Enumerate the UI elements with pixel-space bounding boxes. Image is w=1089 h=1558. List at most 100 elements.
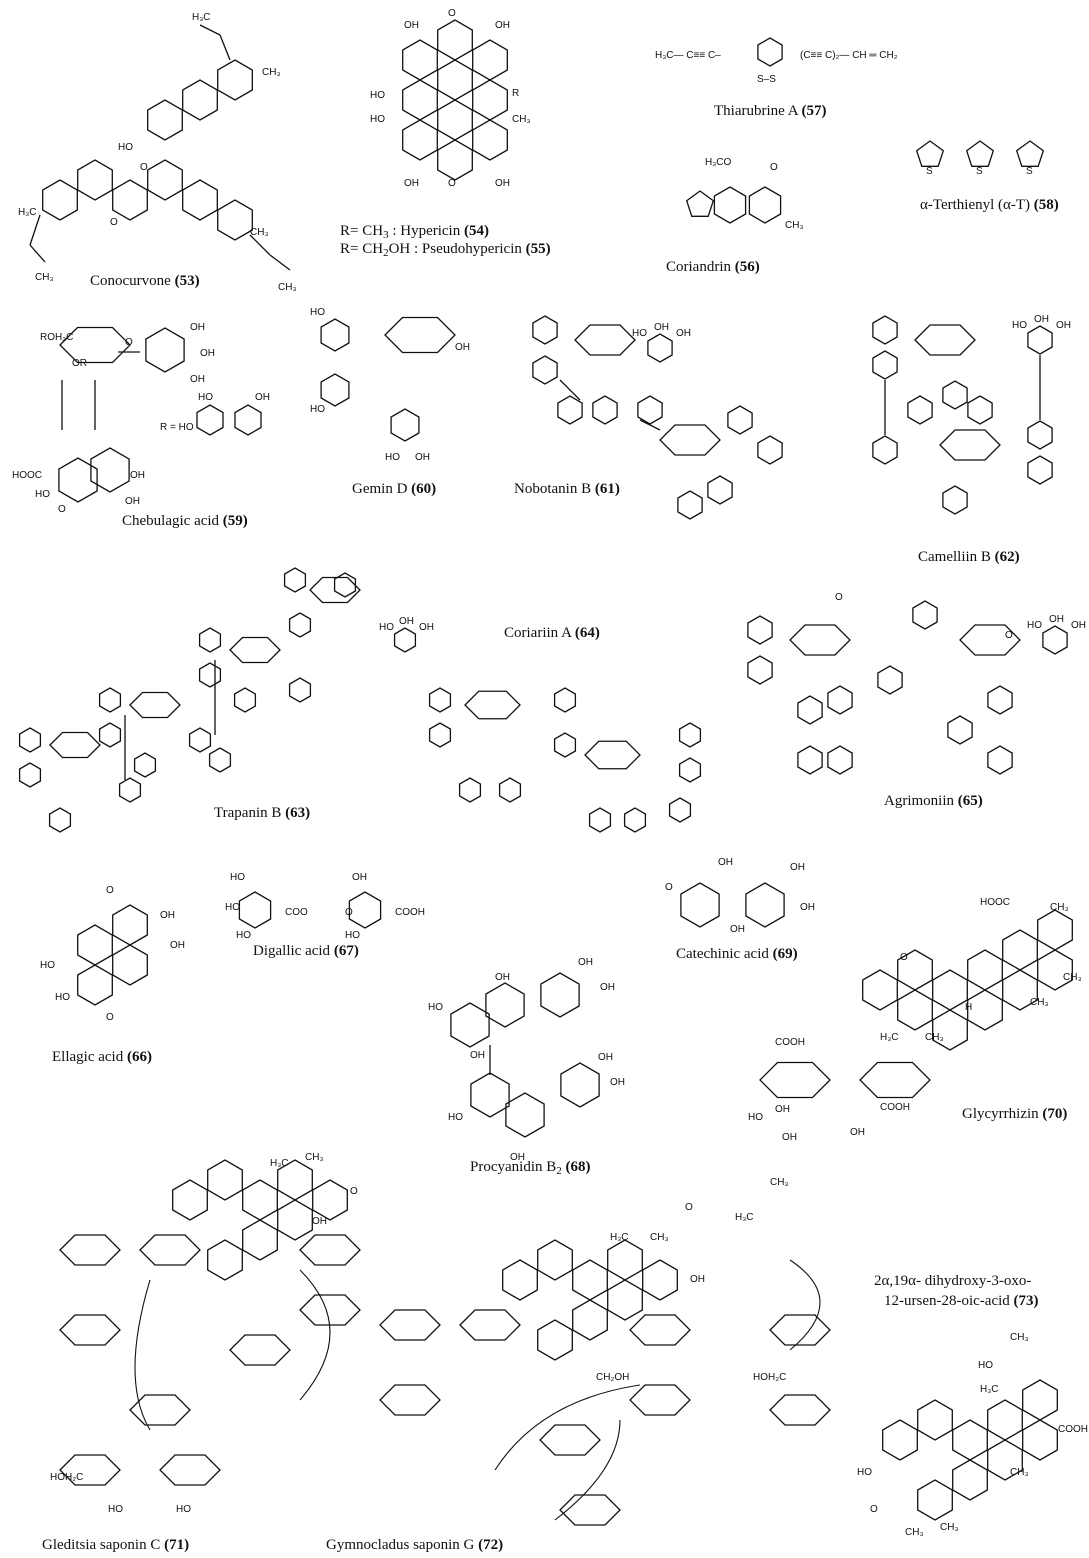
sulfur-label: S–S (757, 74, 776, 85)
ring-bond (537, 1239, 573, 1281)
ellagic-label: Ellagic acid (66) (52, 1049, 152, 1065)
sugar-ring (379, 1384, 441, 1416)
galloyl-ring (1042, 625, 1068, 655)
hydroxyl-label: OH (850, 1127, 865, 1138)
galloyl-ring (532, 355, 558, 385)
bond (199, 24, 221, 36)
ring-bond (172, 1179, 208, 1221)
hydroxyl-label: OH (200, 348, 215, 359)
ursenoic-label-2: 12-ursen-28-oic-acid (73) (884, 1293, 1039, 1309)
galloyl-ring (727, 405, 753, 435)
bond (29, 244, 46, 263)
trapanin-label: Trapanin B (63) (214, 805, 311, 821)
bond (249, 234, 271, 256)
galloyl-ring (283, 567, 307, 593)
ring-bond (277, 1199, 313, 1241)
sugar-ring (769, 1314, 831, 1346)
ring-bond (1002, 929, 1038, 971)
bond (269, 254, 291, 271)
hydroxyl-label: HO (35, 489, 50, 500)
hydroxyl-label: HO (40, 960, 55, 971)
methyl-label: H₃C (880, 1032, 899, 1043)
methyl-label: CH₃ (305, 1152, 324, 1163)
galloyl-ring (458, 777, 482, 803)
hydroxyl-label: HO (310, 307, 325, 318)
galloyl-ring (987, 685, 1013, 715)
galloyl-ring (942, 485, 968, 515)
bond (639, 419, 661, 431)
ester-label: COO (285, 907, 308, 918)
hydroxyl-label: OH (404, 20, 419, 31)
oxygen-label: O (448, 178, 456, 189)
ring-bond (182, 179, 218, 221)
ring-bond (987, 1399, 1023, 1441)
acid-label: COOH (395, 907, 425, 918)
ring-bond (77, 924, 113, 966)
glycosidic-link (299, 1269, 331, 1401)
ring-bond (952, 1459, 988, 1501)
galloyl-ring (98, 687, 122, 713)
methyl-label: CH₃ (250, 227, 269, 238)
methyl-label: CH₃ (650, 1232, 669, 1243)
ring-bond (748, 186, 782, 224)
agrimoniin-label: Agrimoniin (65) (884, 793, 983, 809)
methyl-label: CH₃ (262, 67, 281, 78)
ring-bond (437, 99, 473, 141)
methyl-label: H₃C (18, 207, 37, 218)
ring-bond (437, 139, 473, 181)
acid-label: COOH (1058, 1424, 1088, 1435)
hydrogen-label: H (965, 1002, 972, 1013)
galloyl-ring (747, 615, 773, 645)
sugar-ring (59, 1454, 121, 1486)
hydroxyl-label: OH (495, 20, 510, 31)
galloyl-ring (637, 395, 663, 425)
hydroxyl-label: OH (510, 1152, 525, 1163)
sugar-ring (859, 1061, 931, 1099)
thiarubrine-label: Thiarubrine A (57) (714, 103, 827, 119)
galloyl-ring (208, 747, 232, 773)
galloyl-ring (1027, 455, 1053, 485)
galloyl-ring (647, 333, 673, 363)
hydroxyl-label: OH (190, 374, 205, 385)
hydroxyl-label: OH (455, 342, 470, 353)
sugar-ring (299, 1294, 361, 1326)
galloyl-ring (233, 687, 257, 713)
sugar-ring (539, 1424, 601, 1456)
ring-bond (607, 1279, 643, 1321)
galloyl-ring (98, 722, 122, 748)
oxygen-label: O (448, 8, 456, 19)
sugar-ring (559, 1494, 621, 1526)
galloyl-ring (1027, 325, 1053, 355)
galloyl-ring (320, 318, 350, 352)
methyl-label: CH₃ (770, 1177, 789, 1188)
ring-bond (967, 989, 1003, 1031)
hydroxyl-label: HO (236, 930, 251, 941)
galloyl-ring (1027, 420, 1053, 450)
bond (29, 214, 41, 246)
ring-bond (472, 39, 508, 81)
hydroxyl-label: HO (379, 622, 394, 633)
ring-bond (472, 79, 508, 121)
sugar-ring (464, 690, 521, 720)
chain-label: ROH₂C (40, 332, 73, 343)
ring-bond (642, 1259, 678, 1301)
oxygen-label: O (125, 337, 133, 348)
galloyl-ring (747, 655, 773, 685)
procyanidin-label: Procyanidin B2 (68) (470, 1159, 591, 1177)
galloyl-ring (678, 757, 702, 783)
sugar-ring (574, 324, 636, 356)
methyl-label: H₃C (270, 1158, 289, 1169)
ring-bond (607, 1239, 643, 1281)
hydroxyl-label: OH (470, 1050, 485, 1061)
hydroxyl-label: OH (718, 857, 733, 868)
hydroxyl-label: OH (610, 1077, 625, 1088)
galloyl-ring (967, 395, 993, 425)
ring-bond (917, 1479, 953, 1521)
oxygen-label: O (870, 1504, 878, 1515)
galloyl-ring (188, 727, 212, 753)
galloyl-ring (827, 745, 853, 775)
sugar-ring (229, 636, 281, 664)
hydroxyl-label: HO (118, 142, 133, 153)
ring-bond (207, 1159, 243, 1201)
